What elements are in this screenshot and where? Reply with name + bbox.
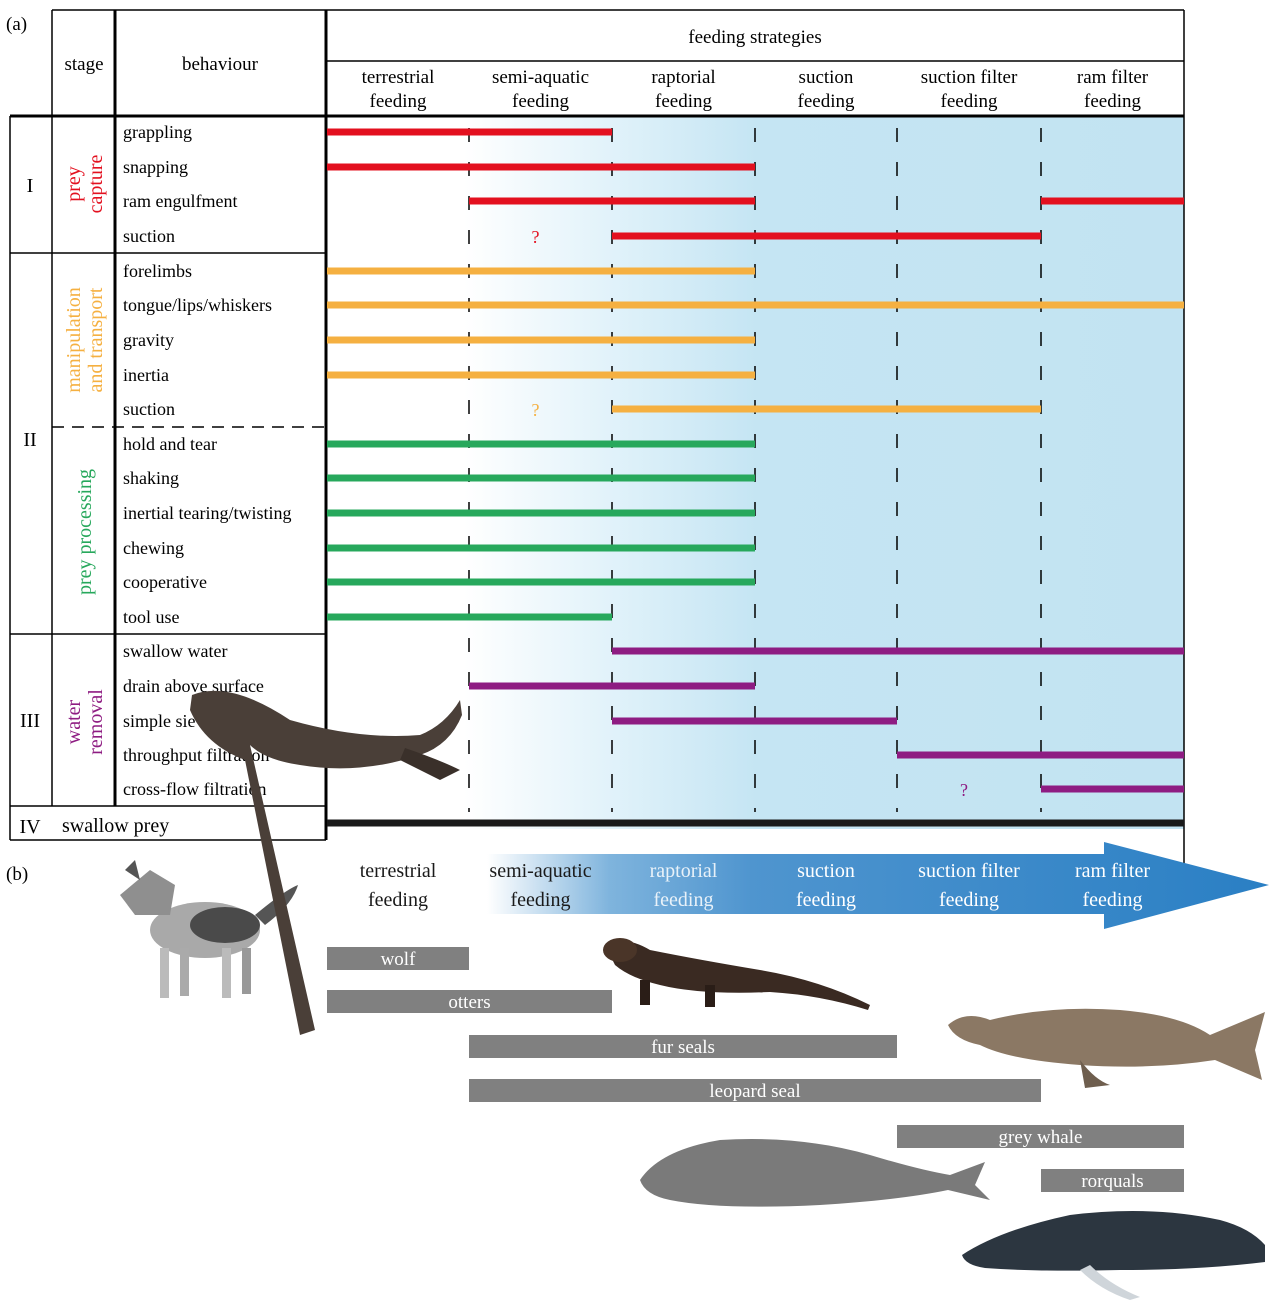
behaviour-label-suction: suction <box>123 399 175 419</box>
feeding-strategies-header: feeding strategies <box>688 27 821 48</box>
behaviour-label-inertia: inertia <box>123 365 169 385</box>
arrow-label-terrestrial-line2: feeding <box>368 889 428 911</box>
animal-label-fur-seals: fur seals <box>651 1037 715 1058</box>
strategy-header-terrestrial: terrestrial <box>362 67 435 88</box>
uncertain-mark-cross-flow-filtration-19: ? <box>960 780 968 800</box>
arrow-label-raptorial: raptorial <box>650 860 718 882</box>
strategy-header-raptorial: raptorial <box>651 67 715 88</box>
behaviour-label-snapping: snapping <box>123 157 188 177</box>
behaviour-label-chewing: chewing <box>123 538 184 558</box>
humpback-whale-illustration <box>962 1211 1265 1300</box>
uncertain-mark-suction-3: ? <box>532 227 540 247</box>
stage-name-prey-processing: prey processing <box>74 469 96 595</box>
strategy-header-ram-filter-line2: feeding <box>1084 91 1141 112</box>
stage-name-and-transport: and transport <box>85 287 107 392</box>
behaviour-label-tool-use: tool use <box>123 607 180 627</box>
panel-label-a: (a) <box>6 14 27 35</box>
behaviour-label-suction: suction <box>123 226 175 246</box>
behaviour-label-gravity: gravity <box>123 330 174 350</box>
swallow-prey-label: swallow prey <box>62 815 169 837</box>
arrow-label-terrestrial: terrestrial <box>360 860 437 882</box>
stage-header: stage <box>64 54 103 75</box>
stage-numeral-ii: II <box>23 429 36 451</box>
animal-label-leopard-seal: leopard seal <box>709 1081 800 1102</box>
panel-label-b: (b) <box>6 864 28 885</box>
behaviour-label-tongue-lips-whiskers: tongue/lips/whiskers <box>123 295 272 315</box>
strategy-header-suction-filter-line2: feeding <box>941 91 998 112</box>
arrow-label-semi-aquatic: semi-aquatic <box>489 860 591 882</box>
arrow-label-raptorial-line2: feeding <box>654 889 714 911</box>
arrow-label-suction: suction <box>797 860 855 882</box>
behaviour-label-swallow-water: swallow water <box>123 641 227 661</box>
strategy-header-suction: suction <box>799 67 854 88</box>
grey-whale-illustration <box>640 1139 990 1207</box>
stage-name-manipulation: manipulation <box>63 287 85 393</box>
strategy-header-semi-aquatic: semi-aquatic <box>492 67 589 88</box>
arrow-label-ram-filter-line2: feeding <box>1083 889 1143 911</box>
animal-label-rorquals: rorquals <box>1081 1171 1143 1192</box>
behaviour-label-cross-flow-filtration: cross-flow filtration <box>123 779 266 799</box>
strategy-arrow <box>327 842 1269 929</box>
animal-label-otters: otters <box>448 992 490 1013</box>
stage-name-capture: capture <box>85 154 107 213</box>
leopard-seal-illustration <box>948 1009 1265 1088</box>
behaviour-label-hold-and-tear: hold and tear <box>123 434 217 454</box>
animal-label-grey-whale: grey whale <box>999 1127 1083 1148</box>
arrow-label-suction-filter: suction filter <box>918 860 1020 882</box>
stage-name-prey: prey <box>63 166 85 202</box>
stage-numeral-iv: IV <box>19 816 41 838</box>
arrow-label-ram-filter: ram filter <box>1075 860 1150 882</box>
arrow-label-semi-aquatic-line2: feeding <box>511 889 571 911</box>
strategy-headers: terrestrial feeding semi-aquatic feeding rap… <box>362 67 1149 112</box>
behaviour-label-grappling: grappling <box>123 122 192 142</box>
stage-column: I II III IV swallow prey prey capture ma… <box>19 154 169 838</box>
stage-numeral-iii: III <box>20 710 40 732</box>
behaviour-label-forelimbs: forelimbs <box>123 261 192 281</box>
strategy-header-suction-filter: suction filter <box>921 67 1018 88</box>
strategy-header-raptorial-line2: feeding <box>655 91 712 112</box>
behaviour-label-drain-above-surface: drain above surface <box>123 676 264 696</box>
arrow-label-suction-filter-line2: feeding <box>939 889 999 911</box>
stage-name-water: water <box>63 699 85 744</box>
stage-name-removal: removal <box>85 689 107 755</box>
strategy-header-semi-aquatic-line2: feeding <box>512 91 569 112</box>
otter-illustration <box>603 938 870 1010</box>
strategy-header-terrestrial-line2: feeding <box>370 91 427 112</box>
strategy-header-ram-filter: ram filter <box>1077 67 1149 88</box>
behaviour-label-ram-engulfment: ram engulfment <box>123 191 237 211</box>
stage-numeral-i: I <box>27 175 34 197</box>
behaviour-label-cooperative: cooperative <box>123 572 207 592</box>
behaviour-label-inertial-tearing-twisting: inertial tearing/twisting <box>123 503 291 523</box>
arrow-label-suction-line2: feeding <box>796 889 856 911</box>
animal-label-wolf: wolf <box>381 949 417 970</box>
behaviour-label-shaking: shaking <box>123 468 179 488</box>
uncertain-mark-suction-8: ? <box>532 400 540 420</box>
strategy-header-suction-line2: feeding <box>798 91 855 112</box>
behaviour-header: behaviour <box>182 54 259 75</box>
